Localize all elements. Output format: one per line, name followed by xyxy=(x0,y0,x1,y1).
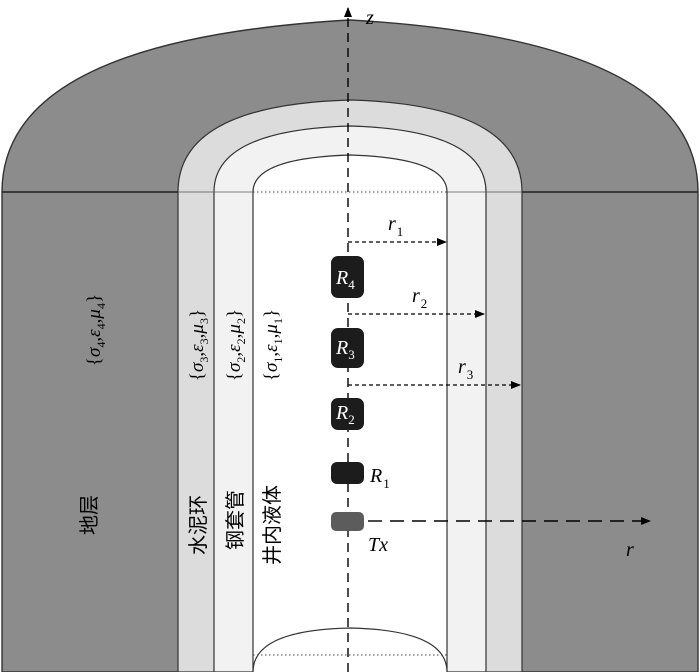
receiver-r3-label: R3 xyxy=(335,337,355,362)
cement-params-text: {σ3,ε3,μ3} xyxy=(187,309,211,381)
receiver-r3 xyxy=(331,328,364,368)
formation-name: 地层 xyxy=(77,495,101,535)
fluid-name-group: 井内液体 xyxy=(260,485,284,565)
transmitter xyxy=(331,512,364,531)
fluid-params-text: {σ1,ε1,μ1} xyxy=(261,309,285,381)
formation-params: {σ4,ε4,μ4} xyxy=(84,294,108,366)
fluid-params: {σ1,ε1,μ1} xyxy=(261,309,285,381)
transmitter-label: Tx xyxy=(368,534,388,556)
receiver-r2-label: R2 xyxy=(335,402,355,427)
r1-label: r1 xyxy=(388,213,403,239)
casing-name: 钢套管 xyxy=(223,490,247,550)
formation-params-text: {σ4,ε4,μ4} xyxy=(84,294,108,366)
cement-params: {σ3,ε3,μ3} xyxy=(187,309,211,381)
receiver-r2 xyxy=(331,398,364,430)
receiver-r4 xyxy=(331,256,364,298)
receiver-r1 xyxy=(331,462,364,484)
fluid-bottom-ellipse xyxy=(252,627,448,672)
casing-params: {σ2,ε2,μ2} xyxy=(224,309,248,381)
cement-name-group: 水泥环 xyxy=(186,495,210,555)
r-axis-label: r xyxy=(626,539,634,561)
formation-name-group: 地层 xyxy=(77,495,101,535)
r3-label: r3 xyxy=(458,356,473,382)
z-axis-label: z xyxy=(365,7,374,29)
casing-params-text: {σ2,ε2,μ2} xyxy=(224,309,248,381)
receiver-r1-label: R1 xyxy=(369,465,390,491)
receiver-r4-label: R4 xyxy=(335,267,355,292)
r2-label: r2 xyxy=(412,285,427,311)
fluid-name: 井内液体 xyxy=(260,485,284,565)
cement-name: 水泥环 xyxy=(186,495,210,555)
casing-name-group: 钢套管 xyxy=(223,490,247,550)
